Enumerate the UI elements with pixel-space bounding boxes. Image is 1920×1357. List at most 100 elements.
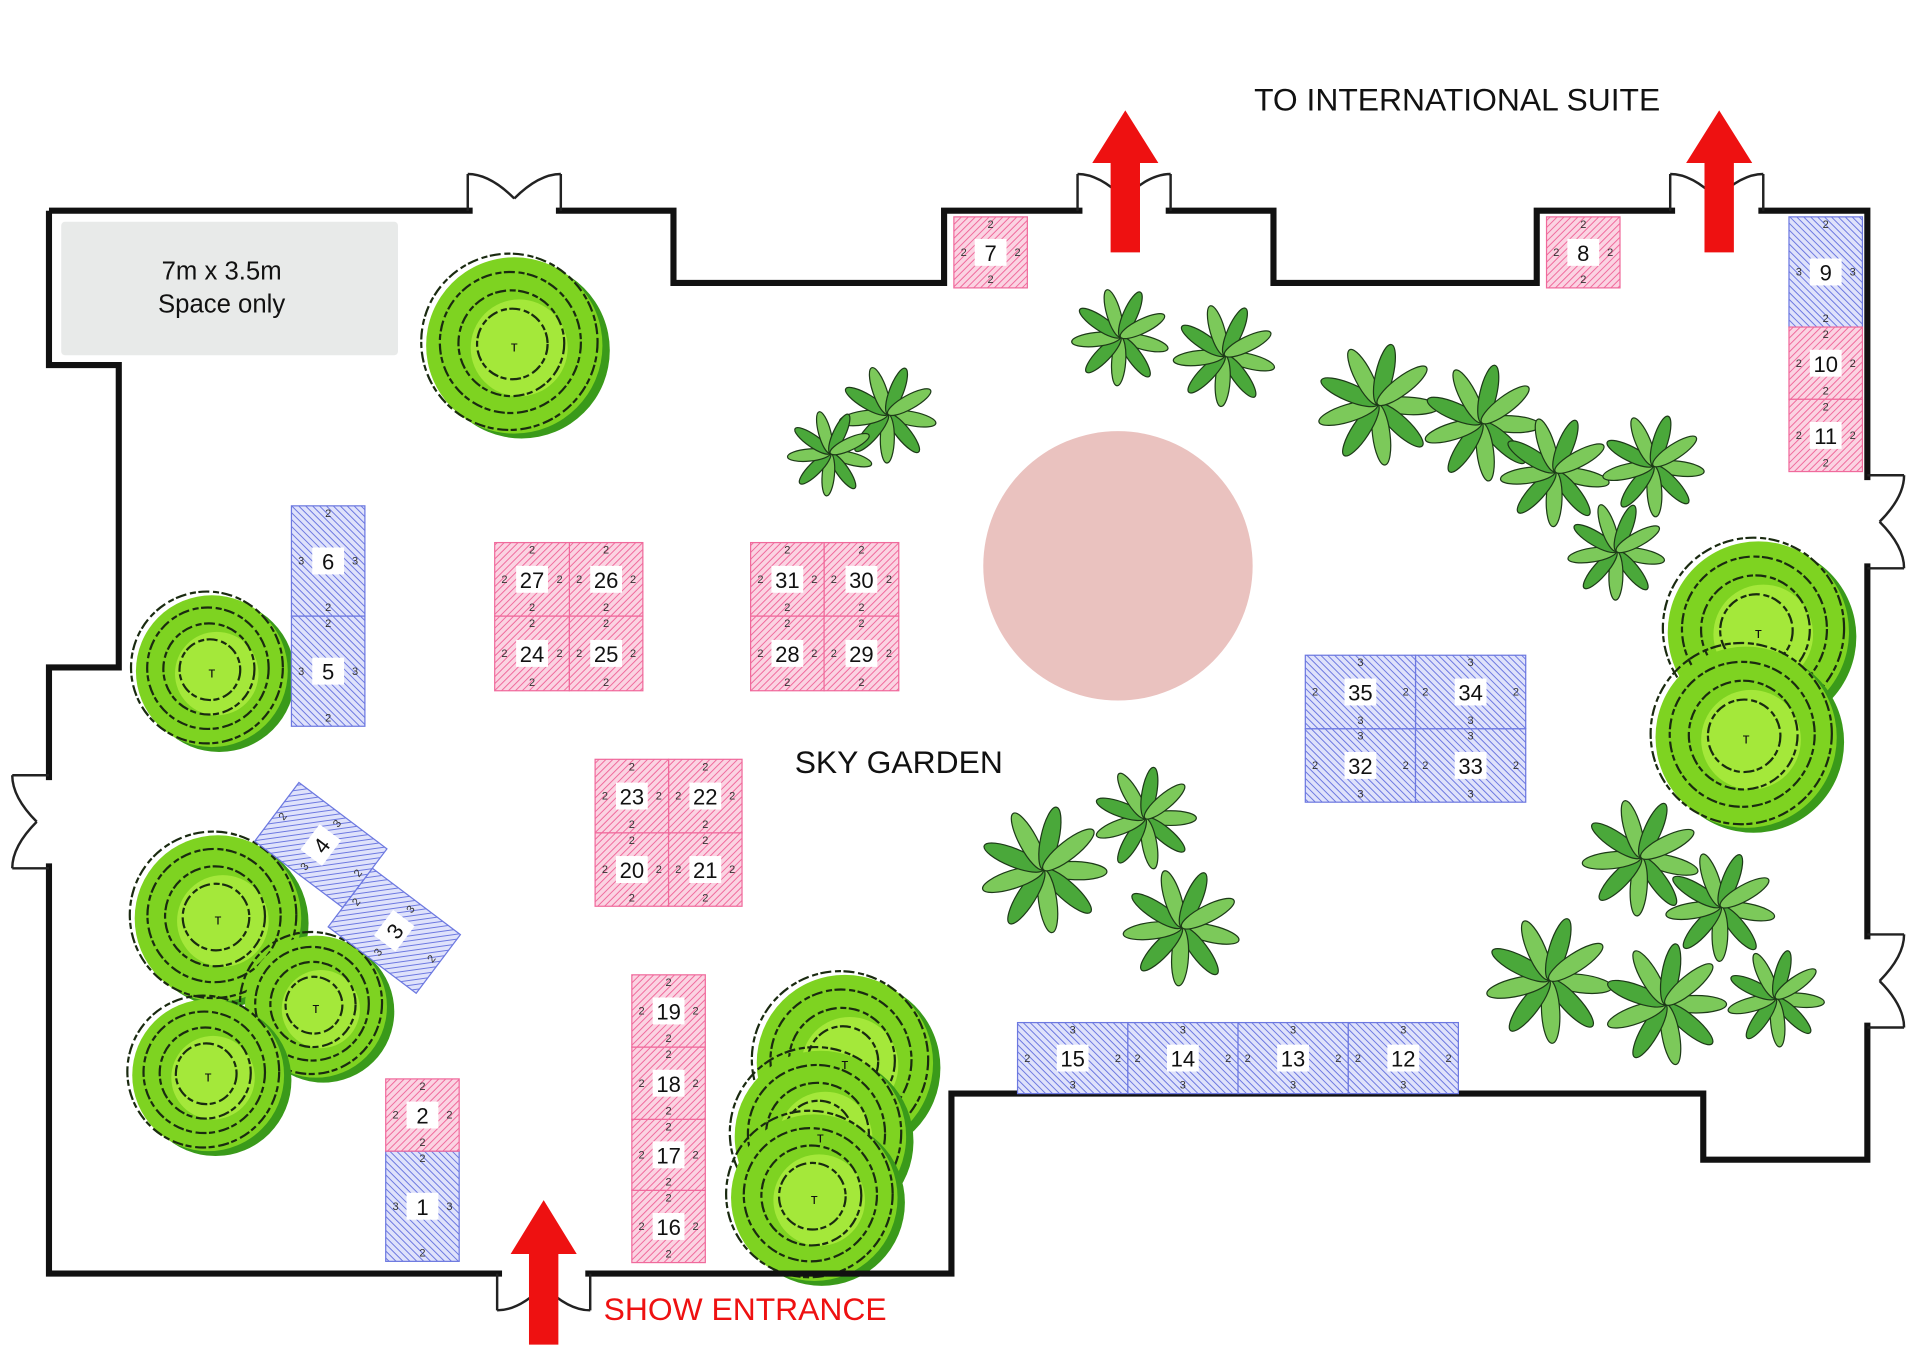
stand-dimension: 2 bbox=[666, 977, 672, 989]
double-door[interactable] bbox=[11, 774, 53, 870]
stand-number-bg bbox=[771, 639, 804, 667]
tree-icon bbox=[129, 590, 296, 752]
stand-dimension: 2 bbox=[529, 677, 535, 689]
stand-number-bg bbox=[1166, 1044, 1199, 1072]
stand-dimension: 3 bbox=[1180, 1025, 1186, 1037]
stand-dimension: 2 bbox=[1823, 458, 1829, 470]
international-suite-label: TO INTERNATIONAL SUITE bbox=[1254, 81, 1660, 117]
stand-number: 6 bbox=[322, 550, 334, 575]
stand-number-bg bbox=[1454, 751, 1487, 779]
stand-number: 22 bbox=[693, 785, 718, 810]
stand-dimension: 2 bbox=[419, 1153, 425, 1165]
stand-dimension: 2 bbox=[639, 1078, 645, 1090]
stand-dimension: 2 bbox=[858, 677, 864, 689]
stand-dimension: 2 bbox=[1796, 358, 1802, 370]
stand-dimension: 2 bbox=[831, 574, 837, 586]
stand-number: 15 bbox=[1060, 1047, 1085, 1072]
stand-dimension: 2 bbox=[675, 791, 681, 803]
tree-icon: т bbox=[811, 1192, 818, 1208]
space-only-area[interactable] bbox=[61, 221, 398, 356]
stand-dimension: 2 bbox=[729, 864, 735, 876]
stand-dimension: 2 bbox=[784, 602, 790, 614]
stand-dimension: 2 bbox=[1513, 687, 1519, 699]
stand-dimension: 2 bbox=[1850, 358, 1856, 370]
stand-number-bg bbox=[652, 1141, 685, 1169]
stand-number: 21 bbox=[693, 858, 718, 883]
stand-dimension: 2 bbox=[639, 1006, 645, 1018]
stand-dimension: 2 bbox=[656, 864, 662, 876]
stand-dimension: 2 bbox=[629, 835, 635, 847]
stand-dimension: 2 bbox=[602, 791, 608, 803]
stand-dimension: 3 bbox=[1290, 1025, 1296, 1037]
stand-number-bg bbox=[652, 1069, 685, 1097]
stand-dimension: 2 bbox=[675, 864, 681, 876]
palm-plant-icon bbox=[1499, 418, 1610, 528]
palm-plant-icon bbox=[1172, 305, 1276, 408]
stand-dimension: 2 bbox=[784, 618, 790, 630]
show-entrance-label: SHOW ENTRANCE bbox=[604, 1291, 887, 1327]
double-door[interactable] bbox=[466, 172, 563, 215]
stand-number: 20 bbox=[620, 858, 645, 883]
stand-dimension: 2 bbox=[325, 602, 331, 614]
stand-dimension: 2 bbox=[692, 1006, 698, 1018]
stand-dimension: 3 bbox=[1357, 731, 1363, 743]
stand-number: 13 bbox=[1281, 1047, 1306, 1072]
stand-number: 8 bbox=[1577, 241, 1589, 266]
palm-plant-icon bbox=[981, 806, 1108, 934]
stand-dimension: 3 bbox=[1468, 731, 1474, 743]
stand-dimension: 2 bbox=[784, 545, 790, 557]
stand-dimension: 3 bbox=[1357, 788, 1363, 800]
double-door[interactable] bbox=[1863, 933, 1906, 1029]
stand-number: 28 bbox=[775, 642, 800, 667]
arrow-up-icon bbox=[1686, 110, 1753, 253]
stand-number-bg bbox=[652, 997, 685, 1025]
stand-number: 25 bbox=[594, 642, 619, 667]
stand-dimension: 3 bbox=[298, 666, 304, 678]
stand-dimension: 2 bbox=[630, 648, 636, 660]
stand-area bbox=[1304, 654, 1417, 730]
stand-dimension: 3 bbox=[352, 556, 358, 568]
stand-dimension: 2 bbox=[630, 574, 636, 586]
stand-dimension: 3 bbox=[352, 666, 358, 678]
palm-plant-icon bbox=[786, 411, 873, 497]
stand-dimension: 2 bbox=[1580, 219, 1586, 231]
stand-dimension: 2 bbox=[666, 1049, 672, 1061]
stand-dimension: 2 bbox=[446, 1110, 452, 1122]
double-door[interactable] bbox=[1863, 474, 1906, 570]
